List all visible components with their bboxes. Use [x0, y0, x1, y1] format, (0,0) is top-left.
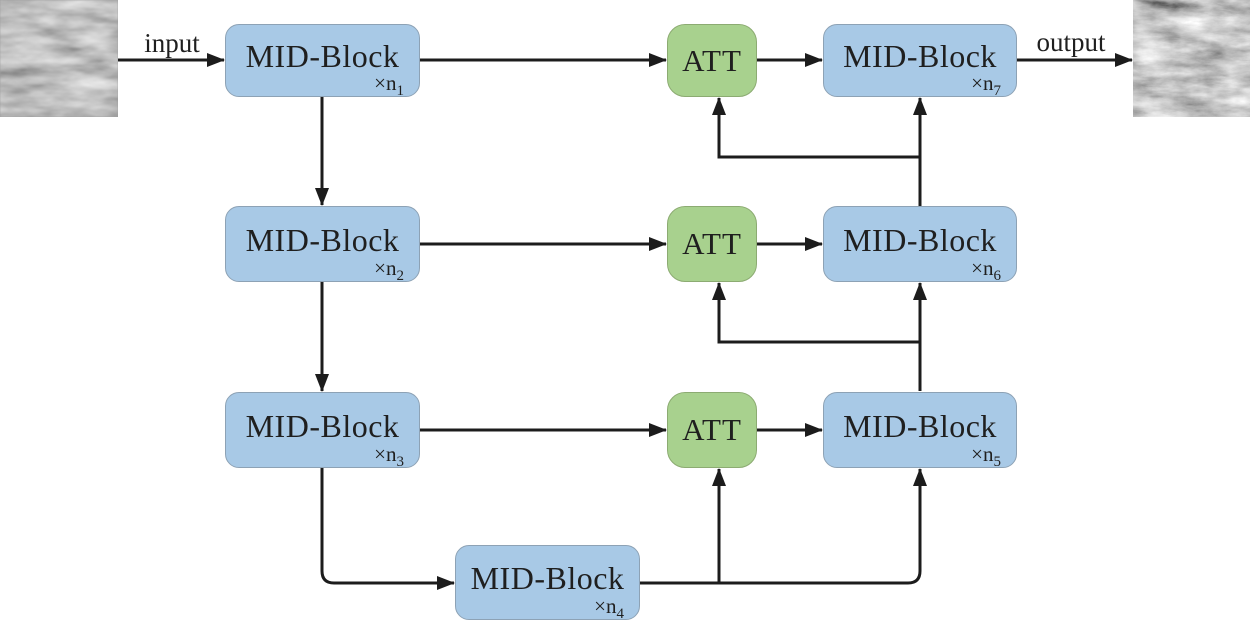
input-label: input	[144, 28, 200, 58]
input-microstructure-texture-image	[0, 0, 118, 117]
edge-mid6-to-att1	[712, 97, 920, 159]
att-block-3-label: ATT	[682, 412, 742, 447]
mid-block-n6-label: MID-Block	[843, 221, 997, 258]
mid-block-n1: MID-Block ×n1	[225, 24, 420, 100]
att-block-2: ATT	[667, 206, 757, 282]
mid-block-n1-label: MID-Block	[245, 38, 400, 74]
att-block-2-label: ATT	[682, 226, 742, 261]
edge-mid5-to-att2	[712, 282, 920, 344]
mid-block-n3: MID-Block ×n3	[225, 392, 420, 471]
mid-block-n4-label: MID-Block	[470, 560, 625, 596]
mid-block-n2-label: MID-Block	[245, 221, 400, 258]
att-block-1-label: ATT	[682, 42, 742, 78]
output-microstructure-texture-image	[1133, 0, 1250, 117]
mid-block-n6-multiplier: ×n6	[971, 256, 1001, 285]
mid-block-n3-label: MID-Block	[245, 407, 400, 444]
mid-block-n1-multiplier: ×n1	[374, 71, 404, 100]
mid-block-n2: MID-Block ×n2	[225, 206, 420, 285]
mid-block-n7-label: MID-Block	[843, 38, 997, 74]
mid-block-n7-multiplier: ×n7	[971, 71, 1001, 100]
att-block-3: ATT	[667, 392, 757, 468]
mid-block-n5: MID-Block ×n5	[823, 392, 1017, 471]
edge-mid3-to-mid4	[320, 468, 455, 590]
mid-block-n7: MID-Block ×n7	[823, 24, 1017, 100]
mid-block-n4: MID-Block ×n4	[455, 545, 640, 622]
mid-block-n6: MID-Block ×n6	[823, 206, 1017, 285]
att-block-1: ATT	[667, 24, 757, 97]
mid-block-n5-multiplier: ×n5	[971, 442, 1001, 471]
mid-block-n5-label: MID-Block	[843, 407, 997, 444]
mid-block-n4-multiplier: ×n4	[594, 594, 624, 622]
edge-mid4-to-mid5	[640, 468, 927, 585]
mid-block-n2-multiplier: ×n2	[374, 256, 404, 285]
mid-block-n3-multiplier: ×n3	[374, 442, 404, 471]
output-label: output	[1036, 27, 1106, 57]
